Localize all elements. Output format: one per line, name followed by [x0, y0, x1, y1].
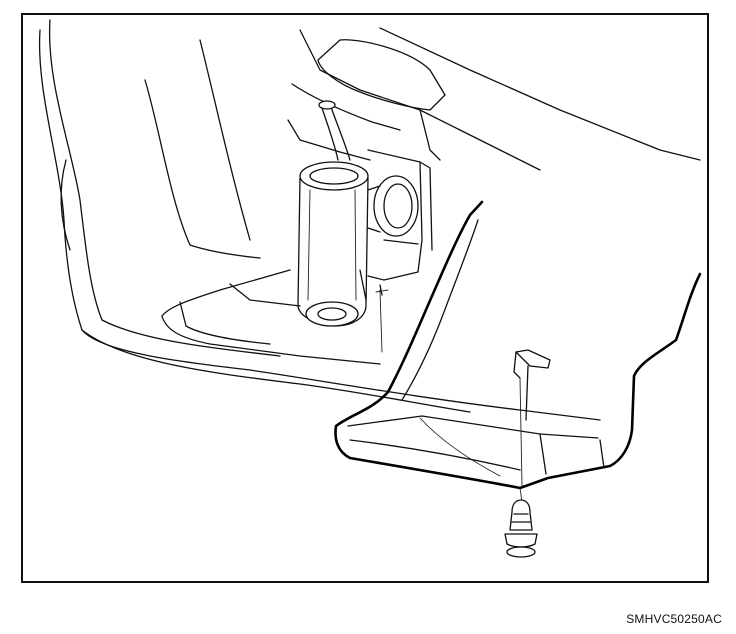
vehicle-body-panel — [38, 19, 601, 421]
motor-floor-platform — [161, 269, 381, 365]
cover-clip-tab — [513, 349, 551, 421]
push-clip-fastener — [504, 499, 538, 558]
mounting-bracket — [359, 149, 433, 301]
figure-code-label: SMHVC50250AC — [626, 612, 722, 626]
motor-cable — [318, 100, 351, 161]
under-cover-panel — [334, 200, 702, 490]
motor-cylinder — [297, 161, 369, 327]
motor-connector — [367, 175, 419, 237]
